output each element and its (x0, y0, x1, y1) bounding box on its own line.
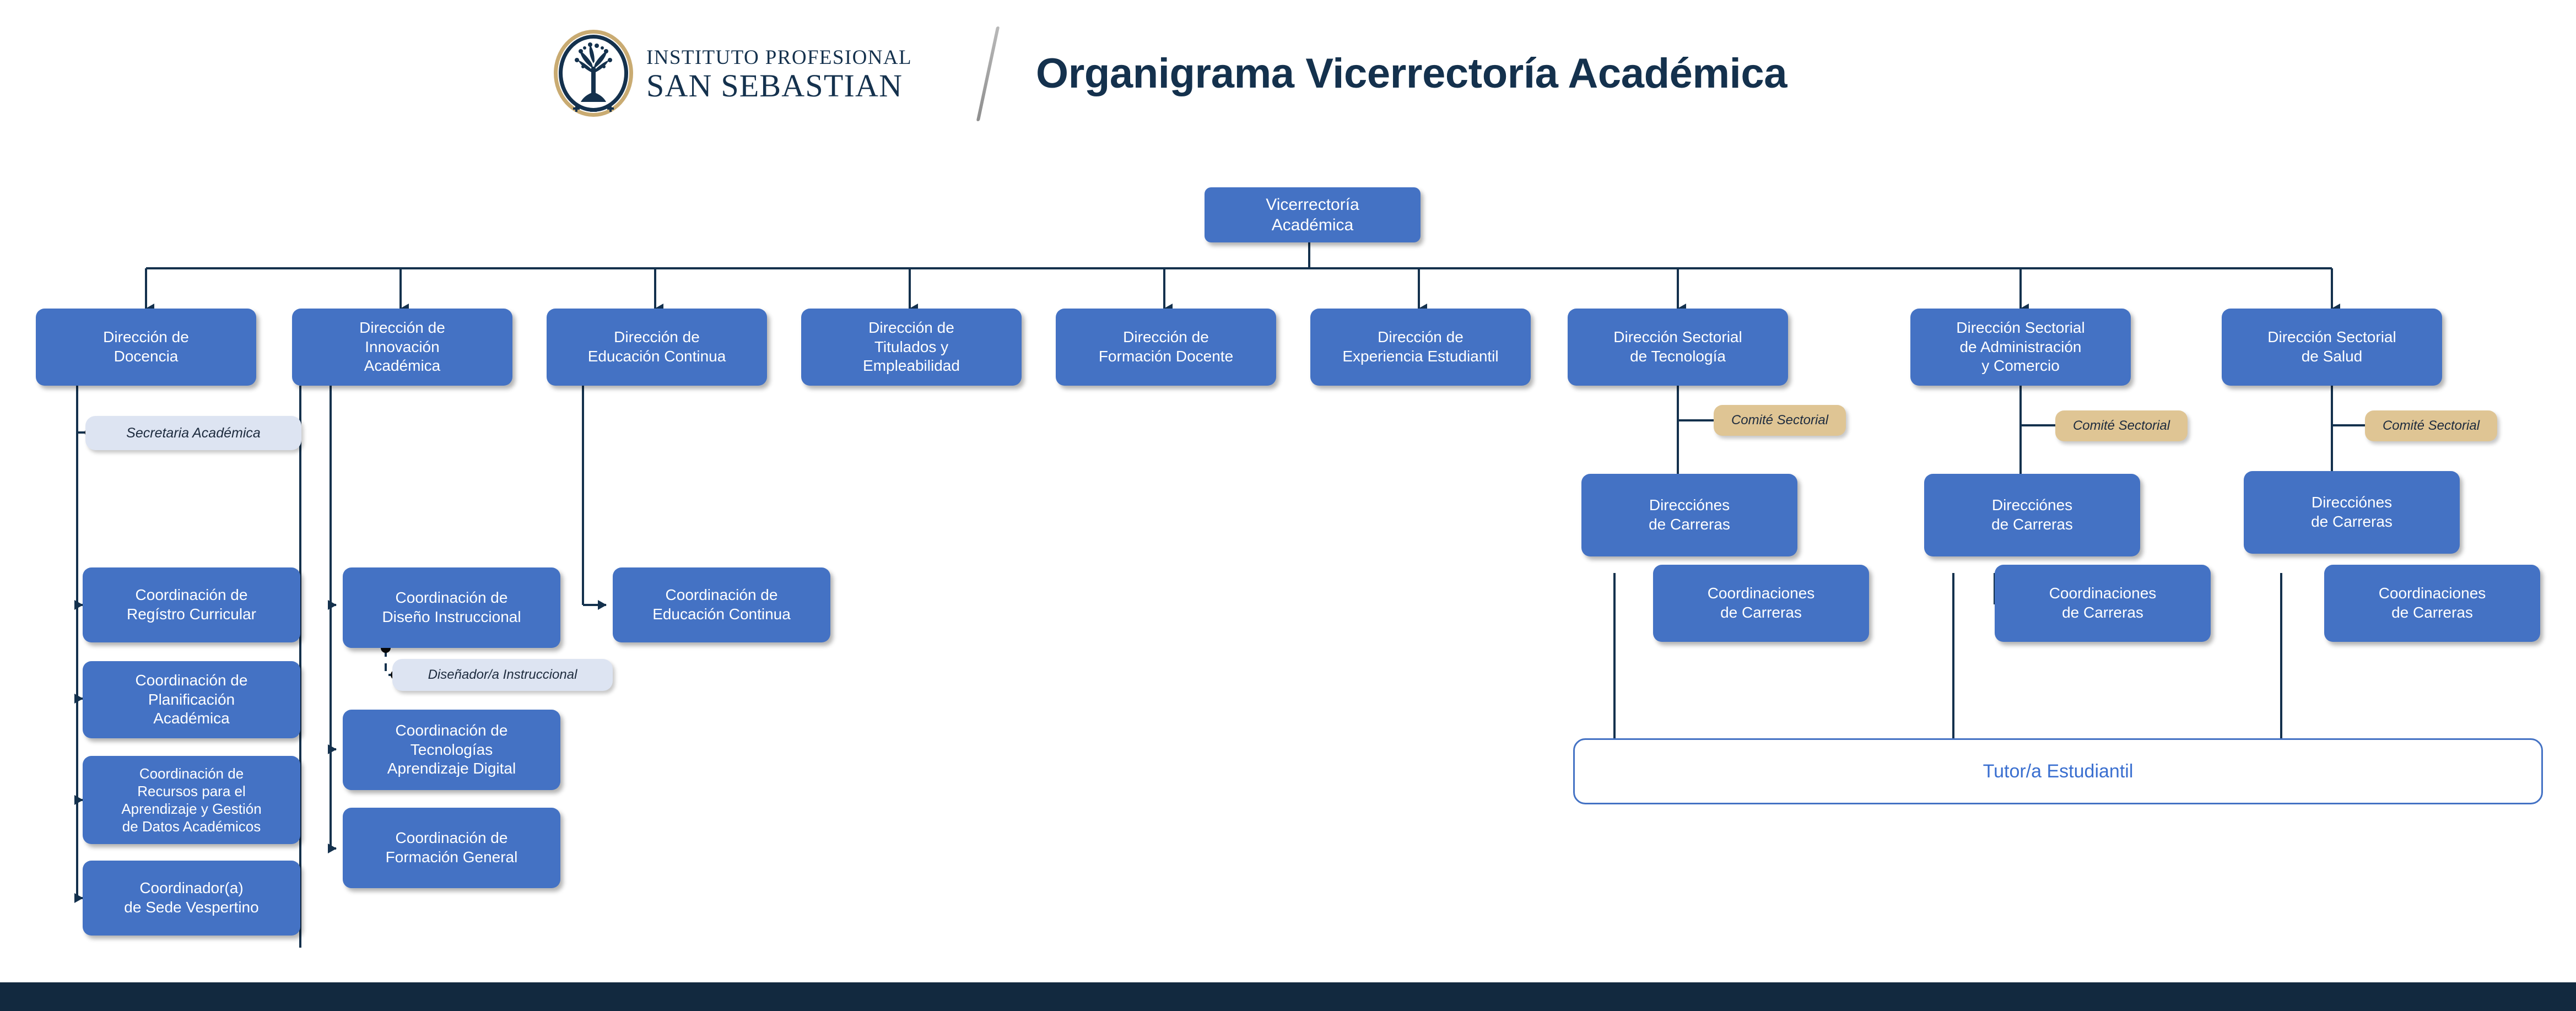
node-coordinacion-diseno-instruccional[interactable]: Coordinación de Diseño Instruccional (343, 567, 560, 648)
node-vicerrectoria-academica[interactable]: Vicerrectoría Académica (1205, 187, 1421, 242)
node-direccion-sectorial-salud[interactable]: Dirección Sectorial de Salud (2222, 309, 2442, 386)
node-comite-sectorial-tecnologia[interactable]: Comité Sectorial (1714, 405, 1846, 436)
node-direcciones-carreras-salud[interactable]: Direcciónes de Carreras (2244, 471, 2460, 554)
node-direccion-titulados-empleabilidad[interactable]: Dirección de Titulados y Empleabilidad (801, 309, 1022, 386)
node-direccion-sectorial-tecnologia[interactable]: Dirección Sectorial de Tecnología (1568, 309, 1788, 386)
node-disenador-instruccional[interactable]: Diseñador/a Instruccional (392, 659, 613, 691)
node-coordinacion-tecnologias-aprendizaje-digital[interactable]: Coordinación de Tecnologías Aprendizaje … (343, 710, 560, 790)
node-direccion-educacion-continua[interactable]: Dirección de Educación Continua (547, 309, 767, 386)
node-direccion-experiencia-estudiantil[interactable]: Dirección de Experiencia Estudiantil (1310, 309, 1531, 386)
node-comite-sectorial-salud[interactable]: Comité Sectorial (2365, 410, 2497, 441)
node-direcciones-carreras-tecnologia[interactable]: Direcciónes de Carreras (1581, 474, 1797, 556)
node-coordinacion-registro-curricular[interactable]: Coordinación de Regístro Curricular (83, 567, 300, 642)
node-coordinacion-formacion-general[interactable]: Coordinación de Formación General (343, 808, 560, 888)
institution-logo: INSTITUTO PROFESIONAL SAN SEBASTIAN (554, 30, 912, 118)
logo-institution-line1: INSTITUTO PROFESIONAL (646, 46, 912, 69)
logo-divider (976, 26, 1000, 121)
logo-institution-line2: SAN SEBASTIAN (646, 67, 903, 104)
page-header: INSTITUTO PROFESIONAL SAN SEBASTIAN Orga… (0, 0, 2576, 149)
node-coordinaciones-carreras-administracion[interactable]: Coordinaciones de Carreras (1995, 565, 2211, 642)
node-direccion-formacion-docente[interactable]: Dirección de Formación Docente (1056, 309, 1276, 386)
node-tutor-estudiantil[interactable]: Tutor/a Estudiantil (1573, 738, 2543, 804)
page-title: Organigrama Vicerrectoría Académica (1036, 50, 1787, 97)
node-comite-sectorial-administracion[interactable]: Comité Sectorial (2055, 410, 2188, 441)
footer-bar (0, 982, 2576, 1011)
node-direcciones-carreras-administracion[interactable]: Direcciónes de Carreras (1924, 474, 2140, 556)
node-coordinador-sede-vespertino[interactable]: Coordinador(a) de Sede Vespertino (83, 861, 300, 936)
node-coordinaciones-carreras-salud[interactable]: Coordinaciones de Carreras (2324, 565, 2540, 642)
node-direccion-docencia[interactable]: Dirección de Docencia (36, 309, 256, 386)
node-secretaria-academica[interactable]: Secretaria Académica (85, 416, 301, 450)
node-direccion-innovacion-academica[interactable]: Dirección de Innovación Académica (292, 309, 512, 386)
tree-crest-icon (554, 30, 635, 119)
node-coordinacion-planificacion-academica[interactable]: Coordinación de Planificación Académica (83, 661, 300, 738)
node-coordinacion-recursos-aprendizaje-datos[interactable]: Coordinación de Recursos para el Aprendi… (83, 756, 300, 844)
node-coordinaciones-carreras-tecnologia[interactable]: Coordinaciones de Carreras (1653, 565, 1869, 642)
node-direccion-sectorial-administracion-comercio[interactable]: Dirección Sectorial de Administración y … (1910, 309, 2131, 386)
node-coordinacion-educacion-continua[interactable]: Coordinación de Educación Continua (613, 567, 830, 642)
